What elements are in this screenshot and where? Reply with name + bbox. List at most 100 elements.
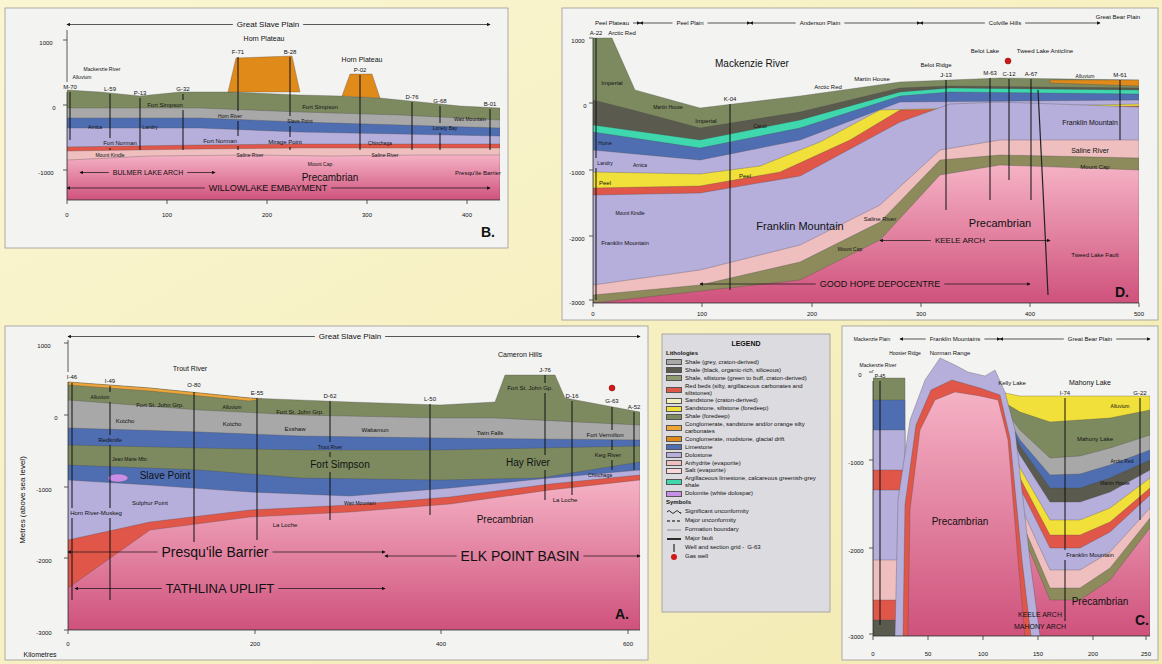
axis-line (68, 382, 69, 630)
label-holder: 100 (162, 204, 172, 220)
legend-row: Significant unconformity (666, 508, 826, 516)
section-label: ELK POINT BASIN (461, 548, 580, 564)
section-label: Kelly Lake (998, 380, 1026, 386)
rock-layer (68, 445, 640, 630)
legend-row: Gas well (666, 553, 826, 561)
section-label: Hume (598, 140, 611, 146)
section-label: Mount Cap (838, 246, 862, 252)
section-label: J-76 (539, 367, 551, 373)
section-label: Landry (142, 124, 157, 130)
section-label: G-68 (433, 98, 446, 104)
well-line (360, 75, 361, 150)
label-holder: Slave Point (287, 110, 312, 126)
rock-layer (895, 358, 1040, 636)
legend-text: Anhydrite (evaporite) (685, 460, 741, 467)
label-holder: Horn Plateau (342, 49, 383, 65)
label-holder: 0 (52, 97, 55, 113)
axis-tick (589, 103, 593, 104)
label-holder: Landry (142, 116, 157, 132)
section-label: Franklin Mountain (601, 240, 649, 246)
section-label: Kilometres (23, 651, 56, 658)
label-holder: Horn River (218, 105, 242, 121)
section-label: Tweed Lake Anticline (1017, 48, 1073, 54)
panel-letter: D. (1115, 284, 1129, 300)
well-line (596, 38, 597, 158)
label-holder: Mount Cap (838, 238, 862, 254)
label-holder: Sulphur Point (132, 492, 168, 508)
label-holder: O-80 (187, 374, 200, 390)
legend-text: Argillaceous limestone, calcareous green… (685, 475, 826, 489)
section-label: Sulphur Point (132, 500, 168, 506)
section-label: Mirage Point (268, 139, 302, 145)
label-holder: Lonely Bay (433, 117, 458, 133)
label-holder: Colville Hills (989, 12, 1021, 28)
legend-symbol (666, 544, 682, 552)
label-holder: -2000 (36, 550, 51, 566)
panel-frame (842, 326, 1158, 660)
label-holder: -3000 (36, 622, 51, 638)
section-label: L-59 (104, 86, 116, 92)
range-bracket (68, 552, 158, 553)
well-line (1065, 398, 1066, 550)
section-label: Arctic Red (608, 30, 636, 36)
section-label: Horn Plateau (342, 56, 383, 63)
label-holder: Metres (above sea level) (12, 456, 28, 544)
section-label: P-13 (134, 90, 147, 96)
section-label: B-28 (284, 49, 297, 55)
label-holder: Slave Point (140, 466, 191, 482)
label-holder: Mackenzie River (715, 54, 789, 70)
well-line (290, 57, 291, 116)
section-label: Mackenzie River (715, 58, 789, 69)
axis-tick (64, 487, 68, 488)
axis-value: 0 (54, 415, 57, 421)
label-holder: B. (481, 224, 495, 240)
legend-heading: Symbols (666, 499, 691, 505)
legend-row: Shale (black, organic-rich, siliceous) (666, 367, 826, 374)
rock-layer (67, 90, 500, 200)
axis-tick (812, 303, 813, 307)
gas-well (609, 385, 615, 391)
label-holder: WILLOWLAKE EMBAYMENT (209, 178, 327, 194)
axis-tick (467, 200, 468, 204)
axis-tick (928, 636, 929, 640)
section-label: M-70 (63, 84, 77, 90)
axis-value: 0 (591, 311, 594, 317)
label-holder: Redknife (98, 429, 122, 445)
label-holder: Watt Mountain (344, 492, 376, 508)
section-label: Tweed Lake Fault (1071, 252, 1118, 258)
section-layers (67, 56, 500, 200)
label-holder: G-63 (605, 390, 618, 406)
well-line (946, 80, 947, 210)
rock-layer (68, 382, 262, 401)
rock-layer (342, 74, 380, 98)
label-holder: -1000 (569, 162, 584, 178)
axis-tick (1038, 636, 1039, 640)
label-holder: K-04 (724, 88, 737, 104)
well-line (290, 126, 291, 137)
axis-line (67, 30, 68, 82)
axis-tick (869, 634, 873, 635)
section-label: Fort St. John Gp. (507, 385, 553, 391)
section-label: Imperial (695, 118, 716, 124)
rock-layer (593, 100, 1139, 303)
axis-value: 200 (250, 641, 260, 647)
range-bracket (385, 556, 457, 557)
fault-line (1038, 90, 1048, 295)
axis-value: -3000 (569, 300, 584, 306)
symbol-sample (667, 529, 681, 530)
label-holder: Trout River (173, 358, 207, 374)
section-label: Keg River (595, 452, 621, 458)
axis-value: 0 (66, 641, 69, 647)
section-label: Slave Point (287, 118, 312, 124)
label-holder: A-52 (628, 396, 641, 412)
well-line (612, 407, 613, 430)
well-line (612, 440, 613, 450)
label-holder: GOOD HOPE DEPOCENTRE (820, 274, 941, 290)
section-label: Redknife (98, 437, 122, 443)
legend-row: Dolomite (white dolospar) (666, 490, 826, 497)
section-label: I-74 (1060, 390, 1070, 396)
label-holder: Fort Norman (103, 132, 137, 148)
label-holder: Franklin Mountains (930, 328, 981, 344)
legend-row: Shale (grey, craton-derived) (666, 359, 826, 366)
section-label: Landry (597, 160, 612, 166)
